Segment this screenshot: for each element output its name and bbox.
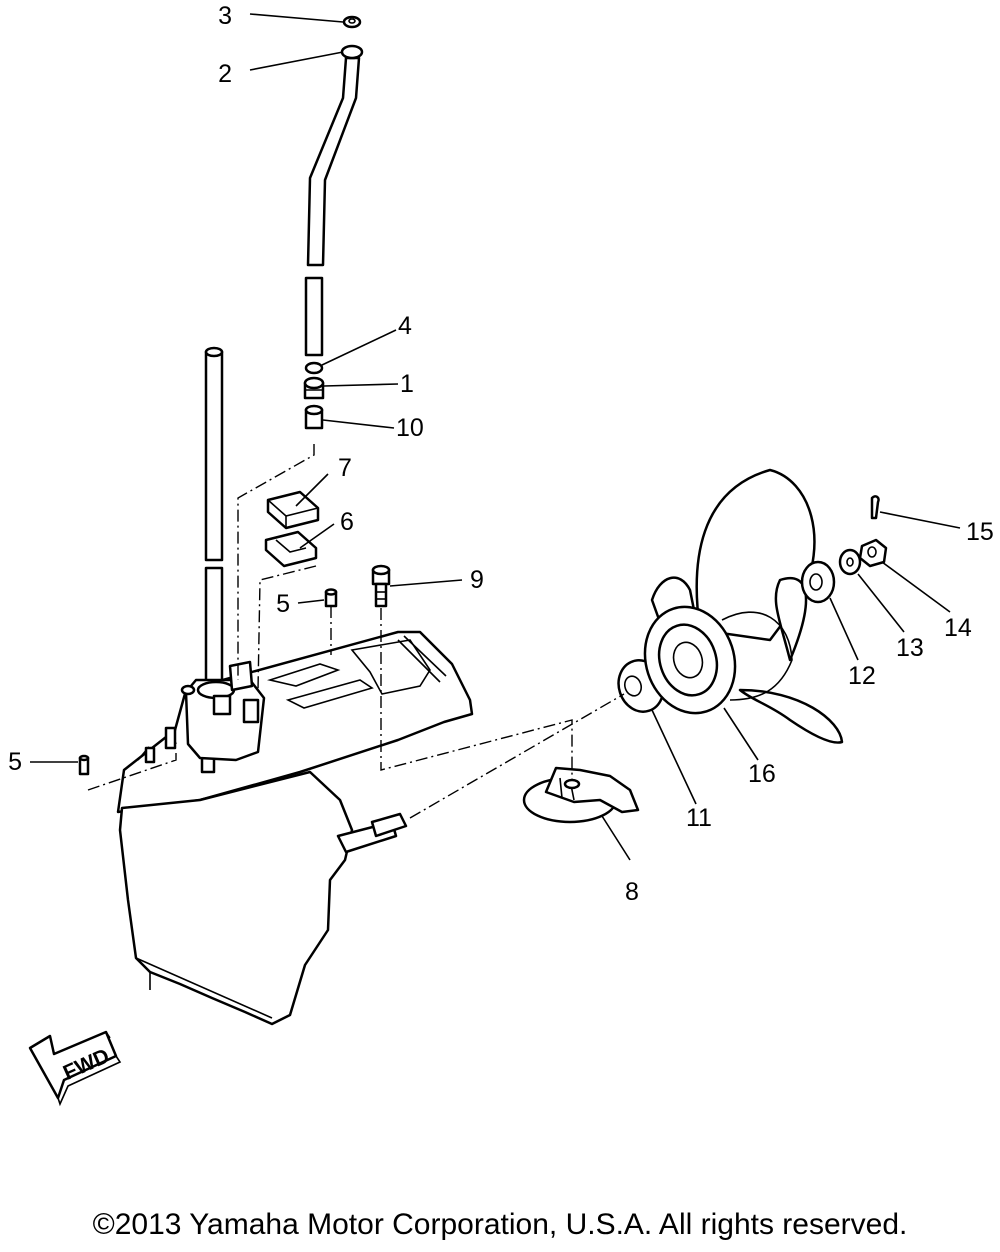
- callout-5-pin-upper: 5: [276, 590, 290, 618]
- callout-7: 7: [338, 454, 352, 482]
- callout-10: 10: [396, 414, 424, 442]
- callout-5-pin-lower: 5: [8, 748, 22, 776]
- copyright-text: ©2013 Yamaha Motor Corporation, U.S.A. A…: [92, 1208, 908, 1241]
- callout-14: 14: [944, 614, 972, 642]
- drive-shaft-part: [204, 346, 224, 686]
- lower-unit-housing: [116, 630, 474, 1026]
- callout-15: 15: [966, 518, 994, 546]
- alignment-lines: [87, 444, 625, 819]
- propeller-part: [643, 468, 844, 744]
- dowel-pin-parts: [78, 588, 338, 776]
- callout-4: 4: [398, 312, 412, 340]
- callout-16: 16: [748, 760, 776, 788]
- callout-2: 2: [218, 60, 232, 88]
- leader-lines: [30, 13, 961, 861]
- callout-8: 8: [625, 878, 639, 906]
- callout-9: 9: [470, 566, 484, 594]
- callout-13: 13: [896, 634, 924, 662]
- callout-3: 3: [218, 2, 232, 30]
- trim-tab-part: [522, 766, 640, 824]
- callout-11: 11: [686, 804, 712, 832]
- rubber-pad-parts: [264, 490, 320, 568]
- bolt-part: [371, 564, 391, 608]
- rod-bushing-parts: [303, 361, 325, 430]
- propeller-hardware-parts: [800, 495, 888, 604]
- callout-1: 1: [400, 370, 414, 398]
- shift-rod-part: [304, 15, 364, 357]
- forward-arrow-icon: [28, 1030, 122, 1107]
- callout-6: 6: [340, 508, 354, 536]
- callout-12: 12: [848, 662, 876, 690]
